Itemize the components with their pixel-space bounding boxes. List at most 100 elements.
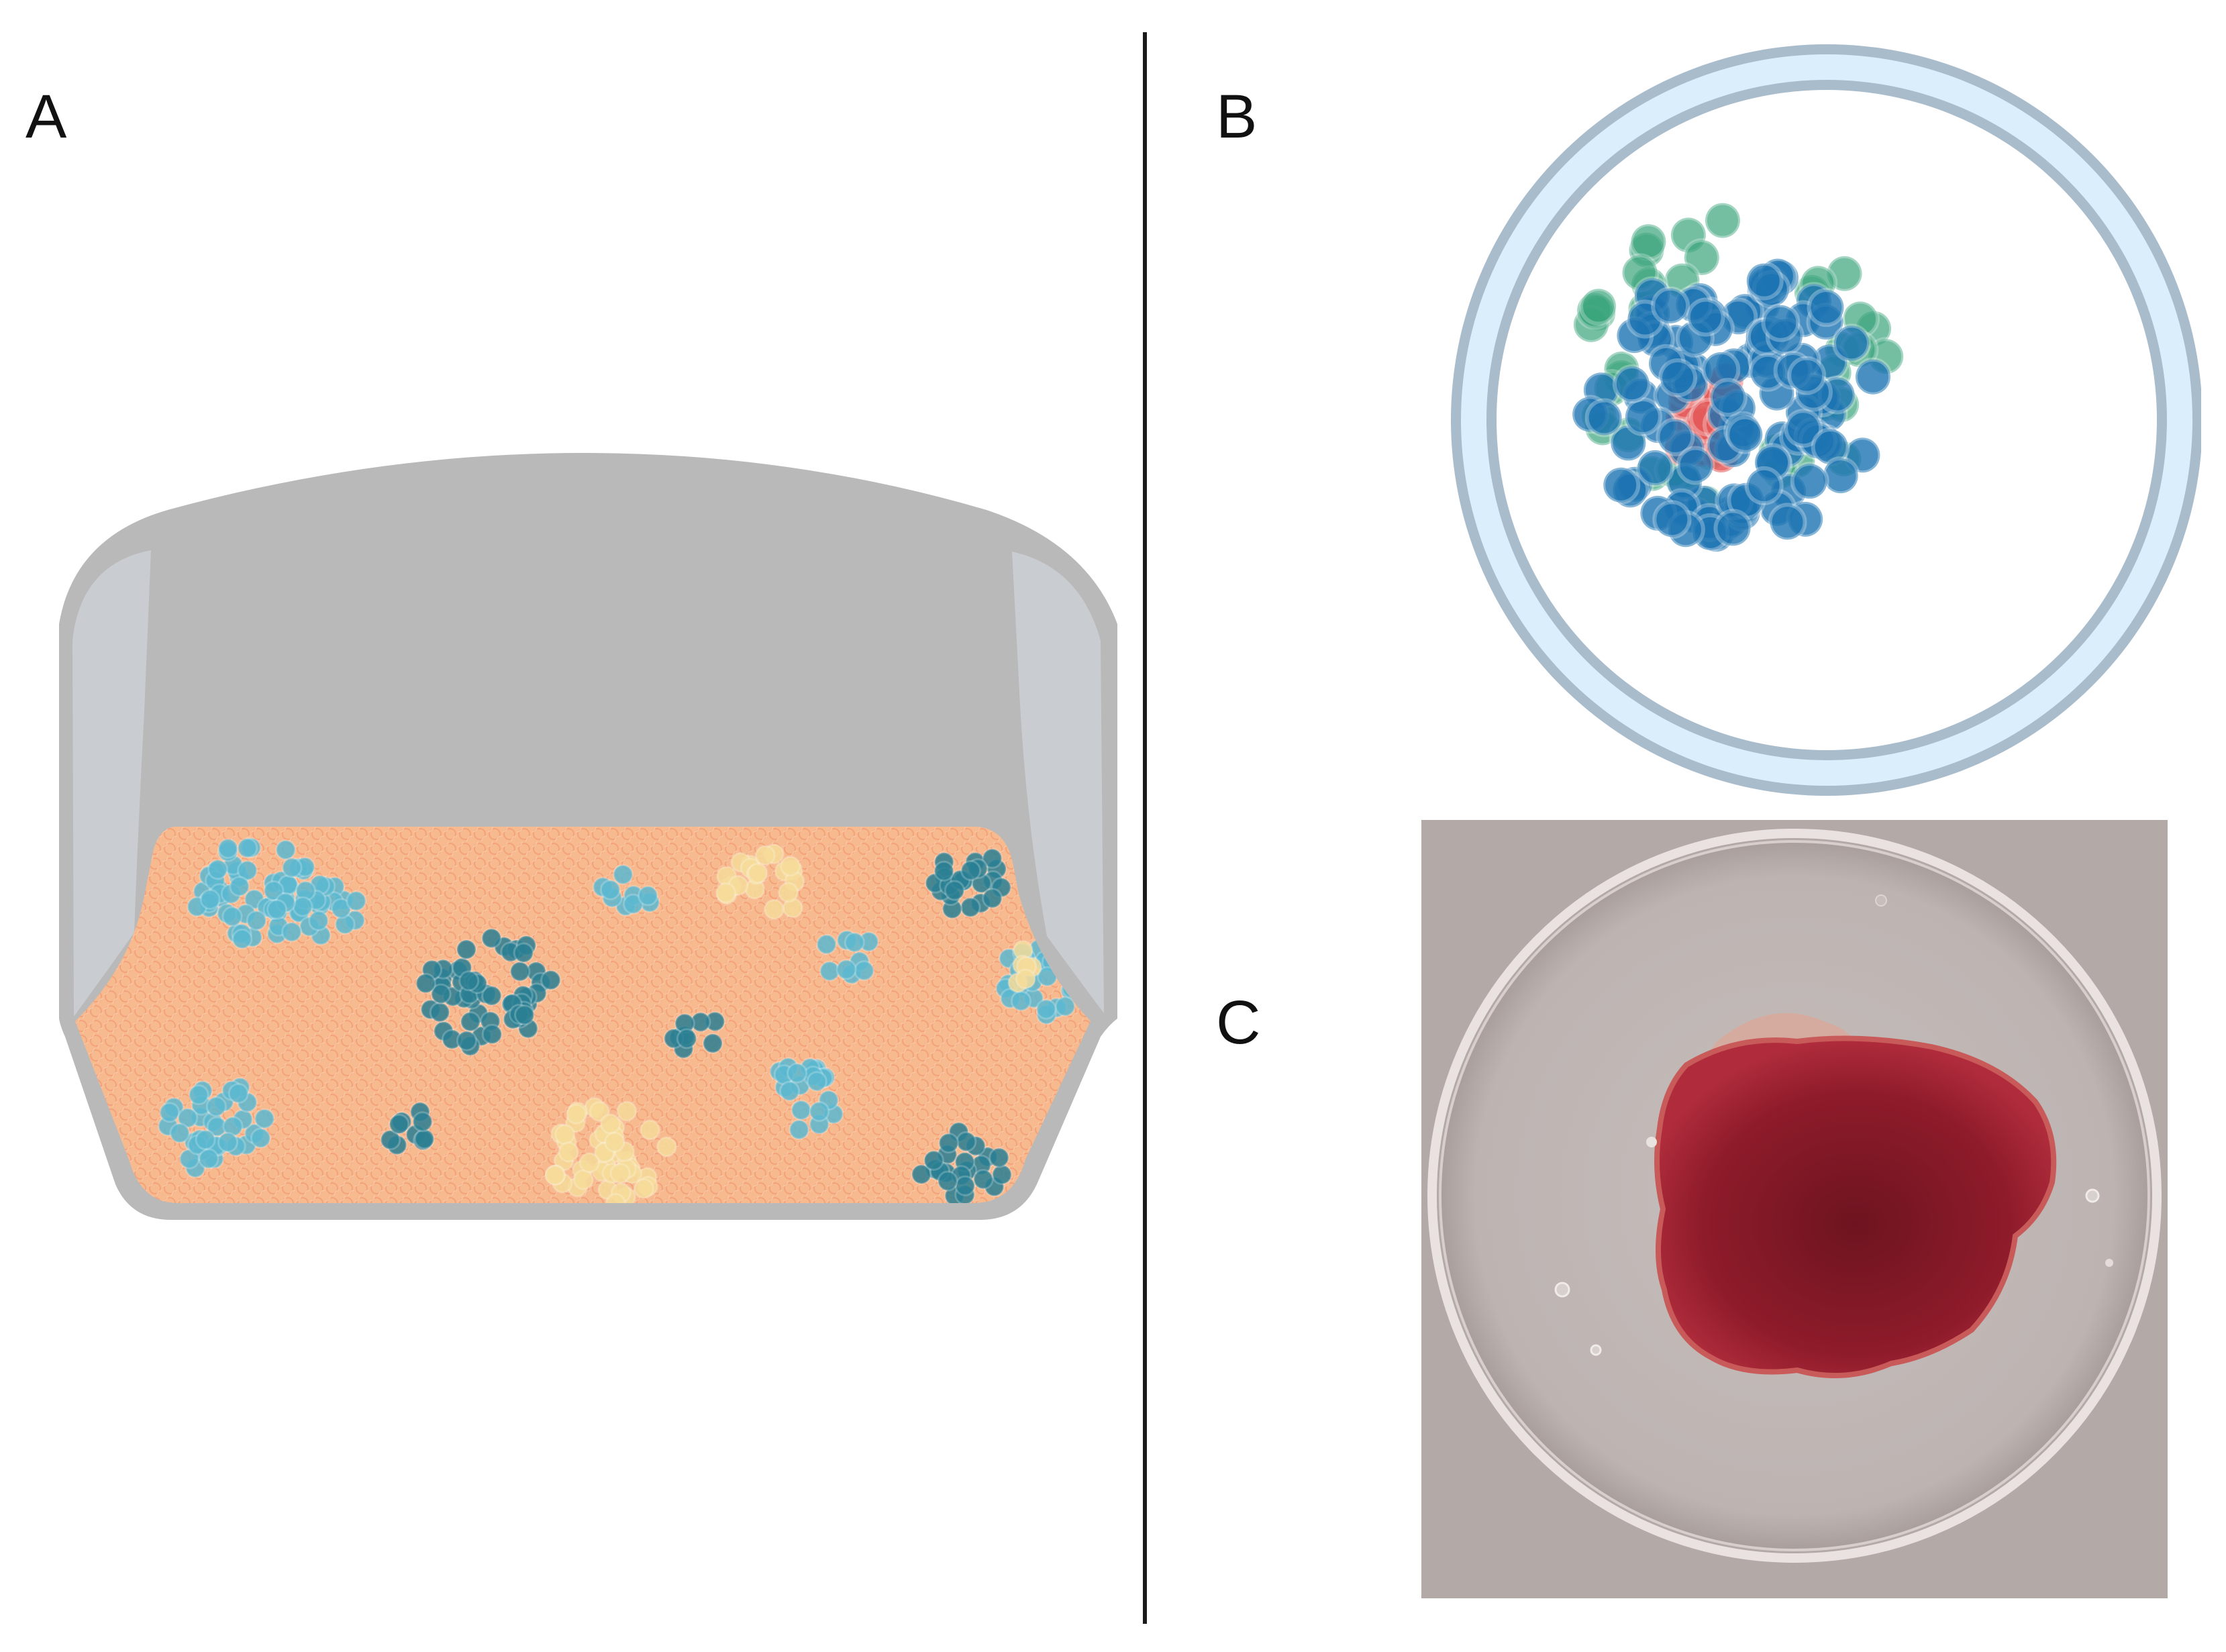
cell <box>715 882 737 903</box>
cell <box>229 876 250 897</box>
spheroid-cell <box>1658 358 1698 397</box>
cell <box>656 1136 677 1157</box>
cell <box>982 888 1003 909</box>
cell <box>960 860 982 881</box>
cell <box>633 1178 654 1199</box>
cell <box>787 1062 808 1084</box>
spheroid-cell <box>1651 286 1690 325</box>
stained-spheroid <box>1654 1035 2057 1378</box>
spheroid-cell <box>1761 303 1801 342</box>
cell <box>791 1099 812 1121</box>
cell <box>177 1107 199 1129</box>
spheroid-cell <box>1768 503 1807 542</box>
cell <box>513 942 534 964</box>
spheroid-cell <box>1784 409 1823 448</box>
spheroid-cell <box>1686 297 1725 337</box>
cell <box>199 888 221 910</box>
cell <box>429 1002 450 1023</box>
cell <box>195 1129 216 1151</box>
cell <box>844 931 865 953</box>
cell <box>540 970 562 991</box>
spheroid-cell <box>1578 287 1618 326</box>
cell <box>780 856 801 877</box>
spheroid-cell <box>1612 364 1652 404</box>
spheroid-cell <box>1853 357 1892 397</box>
cell <box>275 839 297 861</box>
cell <box>254 1108 275 1129</box>
stained-spheroid-micrograph <box>1421 820 2168 1598</box>
cell <box>854 960 875 982</box>
cell <box>809 1100 830 1122</box>
cell <box>566 1103 587 1125</box>
cell <box>430 983 452 1004</box>
cell <box>159 1102 181 1123</box>
cell <box>1035 998 1057 1020</box>
spheroid-in-well <box>1451 44 2201 796</box>
cell <box>188 1084 209 1106</box>
cell <box>415 973 436 994</box>
cell <box>217 838 239 860</box>
panel-label-b: B <box>1216 83 1258 151</box>
cell <box>481 1023 503 1045</box>
cell <box>480 927 502 949</box>
cell <box>938 1133 960 1154</box>
cell <box>458 970 480 992</box>
cell <box>604 1131 625 1153</box>
cell <box>933 860 955 882</box>
cell <box>509 961 531 982</box>
spheroid-cell <box>1807 288 1846 327</box>
cell <box>806 1071 827 1092</box>
cell <box>456 1030 477 1051</box>
cell <box>554 1124 576 1145</box>
spheroid-cell <box>1623 397 1662 436</box>
cell <box>944 880 965 901</box>
panel-label-a: A <box>26 83 67 151</box>
cell <box>237 860 258 881</box>
cell <box>481 985 503 1006</box>
cell <box>578 1152 600 1174</box>
cell <box>205 1096 227 1117</box>
cell <box>308 910 330 931</box>
cell <box>456 939 477 960</box>
cell <box>292 896 313 917</box>
spheroid-cell <box>1744 466 1784 505</box>
spheroid-cell <box>1652 500 1692 539</box>
flask-left-highlight <box>72 550 151 1017</box>
cell <box>246 910 267 931</box>
cell <box>623 893 644 915</box>
cell <box>616 1100 638 1122</box>
cell <box>605 1193 626 1203</box>
cell <box>412 1111 434 1133</box>
cell <box>836 959 857 980</box>
cell <box>460 1011 481 1033</box>
spheroid-cell <box>1744 261 1784 301</box>
cell <box>960 896 981 918</box>
cell <box>207 859 228 880</box>
cell <box>281 857 303 878</box>
cell <box>599 879 621 900</box>
spheroid-cell <box>1703 201 1742 240</box>
spheroid-cell <box>1656 417 1695 456</box>
cell <box>380 1129 401 1151</box>
cell <box>413 1128 435 1149</box>
spheroid-cell <box>1790 462 1829 501</box>
cell <box>923 1149 944 1171</box>
cell <box>702 1033 723 1054</box>
cell <box>982 847 1003 869</box>
cell <box>250 1127 271 1149</box>
cell <box>779 1080 801 1102</box>
cell <box>266 898 288 920</box>
spheroid-cell <box>1635 448 1675 487</box>
cell <box>558 1141 579 1163</box>
cell <box>640 1119 661 1141</box>
spheroid-cell <box>1676 446 1715 485</box>
cell <box>1054 996 1076 1017</box>
cell <box>911 1164 932 1185</box>
cell <box>747 862 768 884</box>
cell <box>573 1169 595 1190</box>
cell <box>389 1113 410 1135</box>
cell <box>1015 968 1036 990</box>
cell <box>637 885 658 907</box>
cell <box>237 837 258 859</box>
cell <box>221 906 243 927</box>
